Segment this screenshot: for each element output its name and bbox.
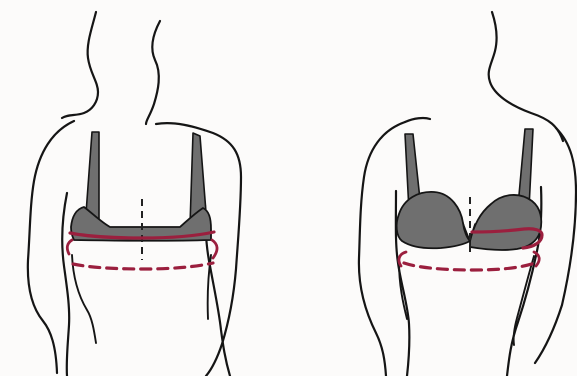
front-head-outline	[489, 12, 563, 141]
front-right-cup	[470, 195, 541, 250]
back-right-band-hook	[212, 240, 217, 258]
back-view-figure	[28, 12, 241, 376]
back-underbust-measure-line	[73, 263, 213, 269]
front-left-shoulder-arm	[359, 122, 405, 376]
back-neck-outline	[146, 21, 160, 124]
front-left-cup	[397, 192, 470, 248]
front-view-figure	[359, 12, 576, 376]
front-neck-outline	[405, 118, 430, 122]
back-head-outline	[62, 12, 98, 118]
front-right-shoulder-arm	[535, 128, 576, 363]
back-left-torso-outline	[62, 193, 69, 376]
back-left-band-hook	[67, 240, 72, 254]
front-underbust-measure-line	[404, 263, 535, 270]
